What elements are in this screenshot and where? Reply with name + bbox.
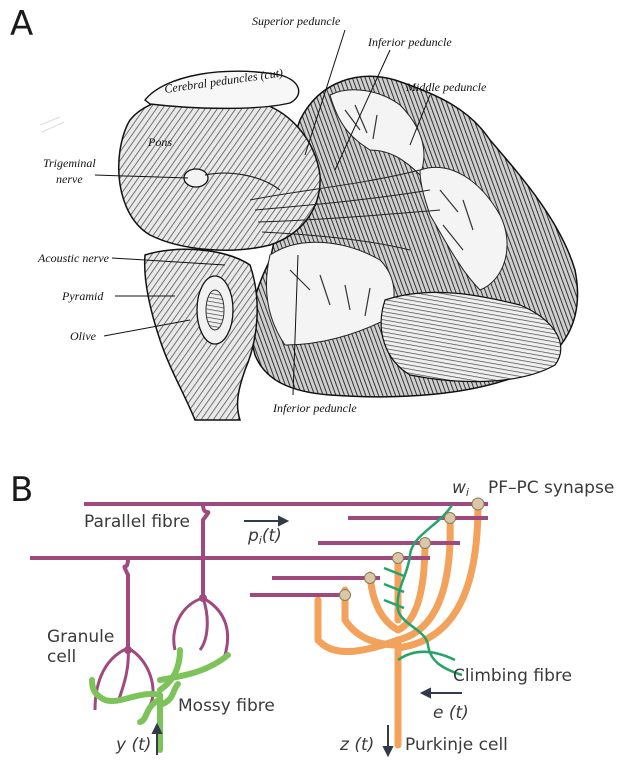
label-wi: wi [452,478,469,499]
label-pons: Pons [147,135,172,149]
granule-soma-left [124,646,132,654]
label-superior-peduncle: Superior peduncle [252,14,341,28]
label-olive: Olive [70,329,97,343]
label-parallel-fibre: Parallel fibre [84,512,190,532]
cerebellar-circuit-diagram: wi PF–PC synapse Parallel fibre pi(t) Gr… [0,440,622,760]
label-pi: pi(t) [247,526,282,547]
label-pyramid: Pyramid [61,289,104,303]
label-pf-pc-synapse: PF–PC synapse [488,478,614,498]
label-trigeminal-2: nerve [56,172,83,186]
label-climbing-fibre: Climbing fibre [453,666,572,686]
label-granule-2: cell [47,647,76,667]
granule-cell-right [174,598,228,655]
label-inferior-peduncle-top: Inferior peduncle [367,35,452,49]
label-granule-1: Granule [47,627,114,647]
label-purkinje-cell: Purkinje cell [405,735,508,755]
granule-soma-right [199,594,207,602]
label-middle-peduncle: Middle peduncle [405,80,487,94]
medulla [145,249,258,420]
label-zt: z (t) [339,735,374,755]
label-et: e (t) [433,703,469,723]
label-inferior-peduncle-bottom: Inferior peduncle [272,401,357,415]
label-trigeminal-1: Trigeminal [43,156,96,170]
label-acoustic-nerve: Acoustic nerve [37,251,110,265]
cerebellum-illustration: Superior peduncle Inferior peduncle Midd… [0,0,622,440]
label-mossy-fibre: Mossy fibre [178,696,275,716]
label-yt: y (t) [115,735,151,755]
